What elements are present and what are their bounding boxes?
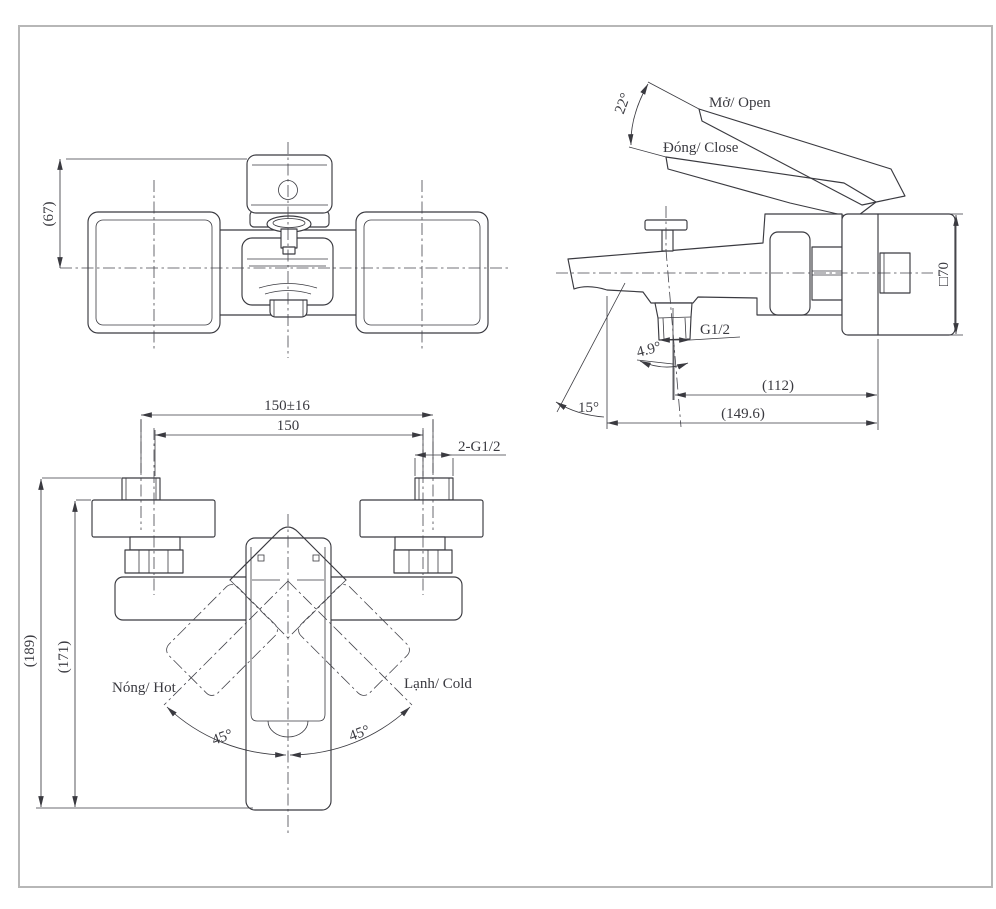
dim-outlet-to-wall: (112)	[673, 339, 879, 430]
thread-side-text: G1/2	[700, 322, 730, 338]
handle-swing-arc: 45° 45°	[166, 706, 411, 758]
handle-phantom-left	[166, 584, 278, 696]
dim-height-outer: (189)	[22, 477, 121, 808]
dim-span-outer-text: 150±16	[264, 398, 310, 414]
dim-thread-side: G1/2	[658, 322, 741, 343]
outlet-top	[269, 299, 308, 318]
handle-diamond	[229, 526, 347, 639]
dim-spout-angle: 15°	[555, 282, 626, 418]
label-open: Mở/ Open	[709, 95, 771, 111]
label-hot: Nóng/ Hot	[112, 680, 177, 696]
dim-depth-67: (67)	[41, 158, 247, 269]
dim-plate: □70	[860, 213, 963, 336]
label-cold: Lạnh/ Cold	[404, 676, 472, 692]
lever-open	[698, 108, 906, 206]
valve-escutcheon	[769, 231, 843, 316]
dim-depth-text: (67)	[41, 202, 57, 227]
angle-handle-text: 22°	[612, 91, 634, 116]
dim-outlet-angle: 4.9°	[635, 308, 689, 400]
dim-spout-to-wall: (149.6)	[606, 296, 878, 429]
dim-span-text: 150	[277, 418, 300, 434]
dim-handle-angle: 22°	[612, 81, 700, 158]
front-view-centerlines	[140, 420, 434, 834]
handle-phantom-right	[298, 584, 410, 696]
right-union	[359, 477, 484, 574]
label-close: Đóng/ Close	[663, 140, 739, 156]
side-view: 22° Mở/ Open Đóng/ Close	[555, 81, 963, 430]
angle-outlet-text: 4.9°	[635, 339, 663, 361]
top-view: (67)	[41, 142, 510, 358]
lever-closed	[665, 156, 877, 219]
dim-outlet-text: (112)	[762, 378, 794, 394]
top-view-centerlines	[60, 142, 510, 358]
dim-total-text: (149.6)	[721, 406, 765, 422]
diverter-top	[266, 215, 312, 255]
dim-thread-front: 2-G1/2	[414, 439, 506, 476]
dim-height-inner: (171)	[56, 499, 91, 808]
dim-plate-text: □70	[936, 262, 952, 286]
thread-front-text: 2-G1/2	[458, 439, 501, 455]
dim-span-outer: 150±16	[140, 398, 434, 473]
spout-front	[245, 537, 332, 811]
handle-top	[246, 154, 333, 214]
angle-left-text: 45°	[210, 727, 235, 749]
shower-outlet	[654, 302, 693, 341]
spout-top	[241, 237, 334, 318]
drawing-border	[18, 25, 993, 888]
dim-height-outer-text: (189)	[22, 635, 38, 668]
angle-spout-text: 15°	[578, 400, 599, 416]
dim-span: 150	[154, 418, 424, 476]
dim-height-inner-text: (171)	[56, 641, 72, 674]
front-view: 45° 45° Nóng/ Hot Lạnh/ Cold 150±16 150 …	[22, 398, 506, 834]
angle-right-text: 45°	[347, 723, 372, 745]
left-union	[91, 477, 216, 574]
